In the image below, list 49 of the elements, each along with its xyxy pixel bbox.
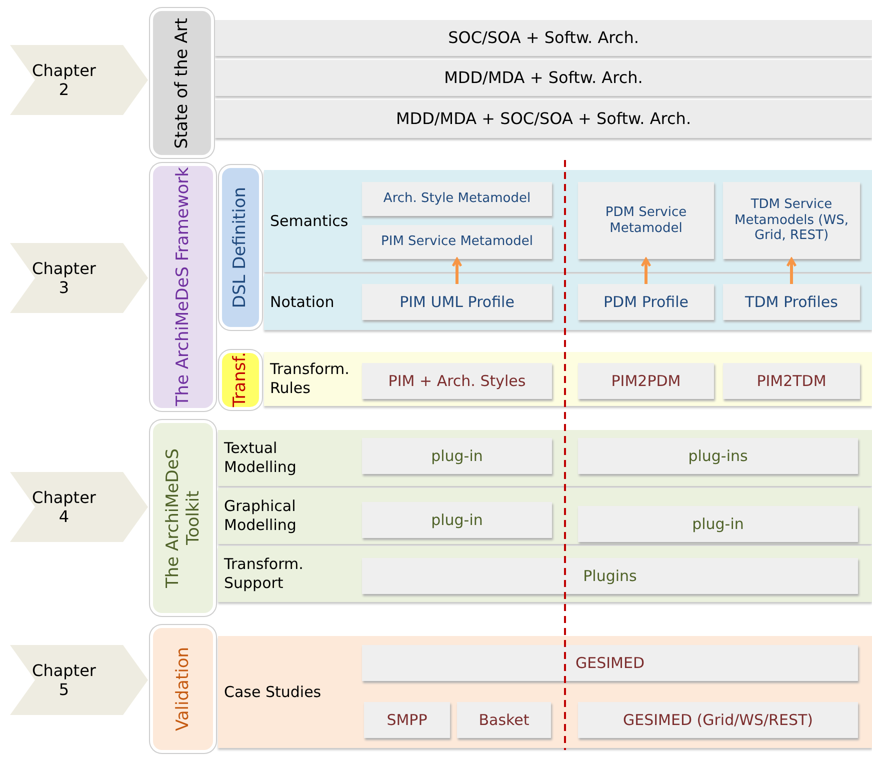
section-label: DSL Definition xyxy=(219,165,262,330)
component-box: SMPP xyxy=(364,702,450,738)
layer-band xyxy=(218,430,872,486)
section-label: Validation xyxy=(150,625,216,753)
section-label: The ArchiMeDeS Toolkit xyxy=(150,420,216,616)
row-label: Semantics xyxy=(270,212,348,230)
row-label: Graphical Modelling xyxy=(224,497,298,535)
component-box: PIM UML Profile xyxy=(362,284,552,320)
topic-bar: MDD/MDA + SOC/SOA + Softw. Arch. xyxy=(215,100,872,138)
component-box: plug-in xyxy=(362,502,552,538)
component-box: plug-ins xyxy=(578,438,858,474)
chapter-tab: Chapter 3 xyxy=(10,243,148,313)
layer-band xyxy=(264,274,872,330)
layer-band xyxy=(218,546,872,602)
layer-band xyxy=(264,170,872,272)
arrow xyxy=(452,258,462,284)
arrow xyxy=(640,258,652,284)
component-box: plug-in xyxy=(578,506,858,542)
layer-band xyxy=(264,352,872,406)
topic-bar: SOC/SOA + Softw. Arch. xyxy=(215,20,872,56)
component-box: TDM Service Metamodels (WS, Grid, REST) xyxy=(723,182,860,259)
component-box: PIM2TDM xyxy=(723,363,860,399)
row-label: Transform. Support xyxy=(224,555,304,593)
row-label: Case Studies xyxy=(224,682,322,702)
chapter-tab: Chapter 2 xyxy=(10,45,148,115)
component-box: GESIMED xyxy=(362,645,858,681)
chapter-tab: Chapter 5 xyxy=(10,645,148,715)
component-box: Plugins xyxy=(362,558,858,594)
component-box: TDM Profiles xyxy=(723,284,860,320)
layer-band xyxy=(218,488,872,544)
section-label: Transf. xyxy=(219,350,262,410)
chapter-tab: Chapter 4 xyxy=(10,472,148,542)
section-label: The ArchiMeDeS Framework xyxy=(150,163,216,411)
section-label: State of the Art xyxy=(150,8,214,158)
row-label: Textual Modelling xyxy=(224,439,298,477)
topic-bar: MDD/MDA + Softw. Arch. xyxy=(215,60,872,96)
arrow xyxy=(786,258,797,284)
component-box: PDM Service Metamodel xyxy=(578,182,714,259)
row-label: Transform. Rules xyxy=(270,360,350,398)
component-box: PIM Service Metamodel xyxy=(362,225,552,259)
component-box: PIM2PDM xyxy=(578,363,714,399)
component-box: plug-in xyxy=(362,438,552,474)
component-box: PIM + Arch. Styles xyxy=(362,363,552,399)
component-box: GESIMED (Grid/WS/REST) xyxy=(578,702,858,738)
component-box: Arch. Style Metamodel xyxy=(362,182,552,216)
component-box: PDM Profile xyxy=(578,284,714,320)
row-label: Notation xyxy=(270,292,334,312)
component-box: Basket xyxy=(457,702,551,738)
layer-band xyxy=(218,636,872,748)
